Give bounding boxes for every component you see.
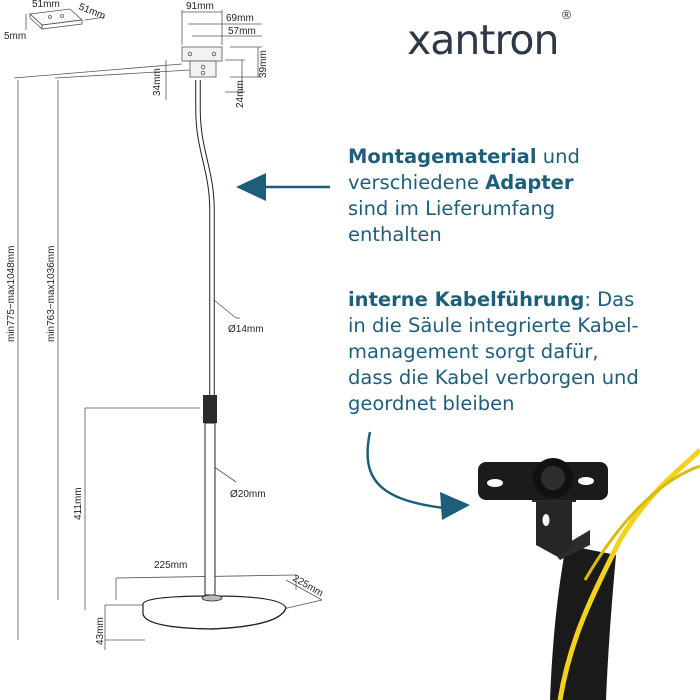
dim-bracket-24: 24mm bbox=[235, 80, 246, 108]
dim-bracket-69: 69mm bbox=[226, 13, 254, 24]
dim-base-height: 43mm bbox=[95, 617, 106, 645]
stand-pole bbox=[142, 80, 287, 630]
dim-bracket-91: 91mm bbox=[186, 1, 214, 12]
dim-bracket-34: 34mm bbox=[152, 68, 163, 96]
dim-bracket-57: 57mm bbox=[228, 26, 256, 37]
arrow-curved-icon bbox=[366, 431, 470, 520]
dim-plate-thickness: 5mm bbox=[4, 31, 26, 42]
arrow-left-icon bbox=[236, 173, 330, 201]
dim-pole-height: min763~max1036mm bbox=[46, 246, 57, 342]
dim-base-width: 225mm bbox=[154, 560, 187, 571]
dim-plate-width: 51mm bbox=[32, 0, 60, 10]
dim-lower-height: 411mm bbox=[73, 487, 84, 520]
dim-total-height: min775~max1048mm bbox=[6, 246, 17, 342]
bracket-photo bbox=[478, 448, 700, 700]
dim-upper-diameter: Ø14mm bbox=[228, 324, 264, 335]
callout-cable-management: interne Kabelführung: Das in die Säule i… bbox=[348, 288, 639, 415]
dim-lower-diameter: Ø20mm bbox=[230, 489, 266, 500]
top-bracket bbox=[165, 10, 262, 100]
callout-accessories: Montagematerial und verschiedene Adapter… bbox=[348, 145, 580, 246]
dim-bracket-39: 39mm bbox=[258, 50, 269, 78]
mount-plate-sketch bbox=[25, 8, 106, 30]
brand-logo: xantron® bbox=[407, 8, 572, 64]
